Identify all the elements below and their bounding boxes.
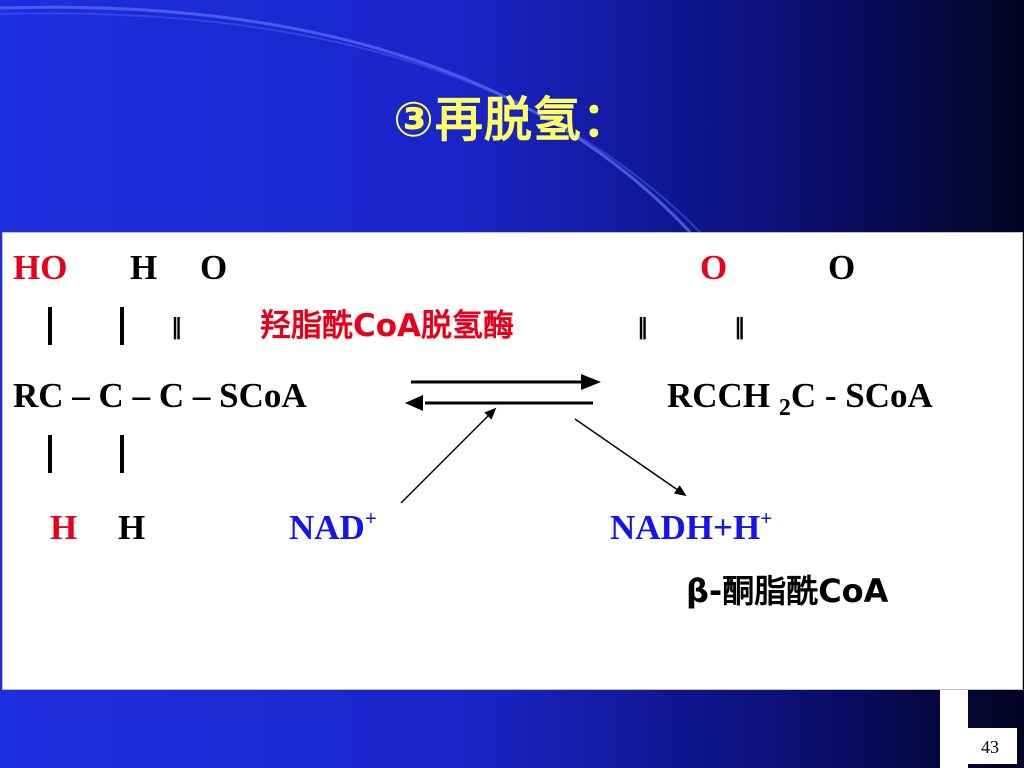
substrate-bond-bottom-2 <box>120 435 124 473</box>
product-double-bond-1: ‖ <box>637 315 648 340</box>
nad-in-arrow <box>400 407 497 504</box>
substrate-chain: RC – C – C – SCoA <box>13 376 307 415</box>
substrate-double-bond: ‖ <box>171 315 182 340</box>
slide-title: ③再脱氢： <box>393 92 631 148</box>
substrate-bond-top-2 <box>120 307 124 345</box>
cofactor-nadh: NADH+H+ <box>610 506 773 547</box>
substrate-top-h: H <box>130 248 158 287</box>
page-number: 43 <box>963 728 1017 764</box>
substrate-bond-bottom-1 <box>48 435 52 473</box>
cofactor-nad: NAD+ <box>289 506 377 547</box>
enzyme-label: 羟脂酰CoA脱氢酶 <box>260 308 515 344</box>
substrate-bottom-h: H <box>118 508 146 547</box>
product-top-o-red: O <box>700 248 728 287</box>
reverse-arrow <box>405 395 593 411</box>
reaction-arrows <box>400 374 687 504</box>
substrate-bond-top-1 <box>48 307 52 345</box>
product-name: β-酮脂酰CoA <box>686 572 889 610</box>
product-double-bond-2: ‖ <box>734 315 745 340</box>
substrate-bottom-h-red: H <box>50 508 78 547</box>
substrate-ho: HO <box>13 248 68 287</box>
substrate-top-o: O <box>200 248 228 287</box>
reaction-panel: HO H O O O ‖ 羟脂酰CoA脱氢酶 ‖ ‖ RC – C – C – … <box>2 232 1023 690</box>
product-top-o: O <box>828 248 856 287</box>
nadh-out-arrow <box>574 418 687 497</box>
product-chain: RCCH 2C - SCoA <box>667 376 933 421</box>
forward-arrow <box>411 374 601 390</box>
